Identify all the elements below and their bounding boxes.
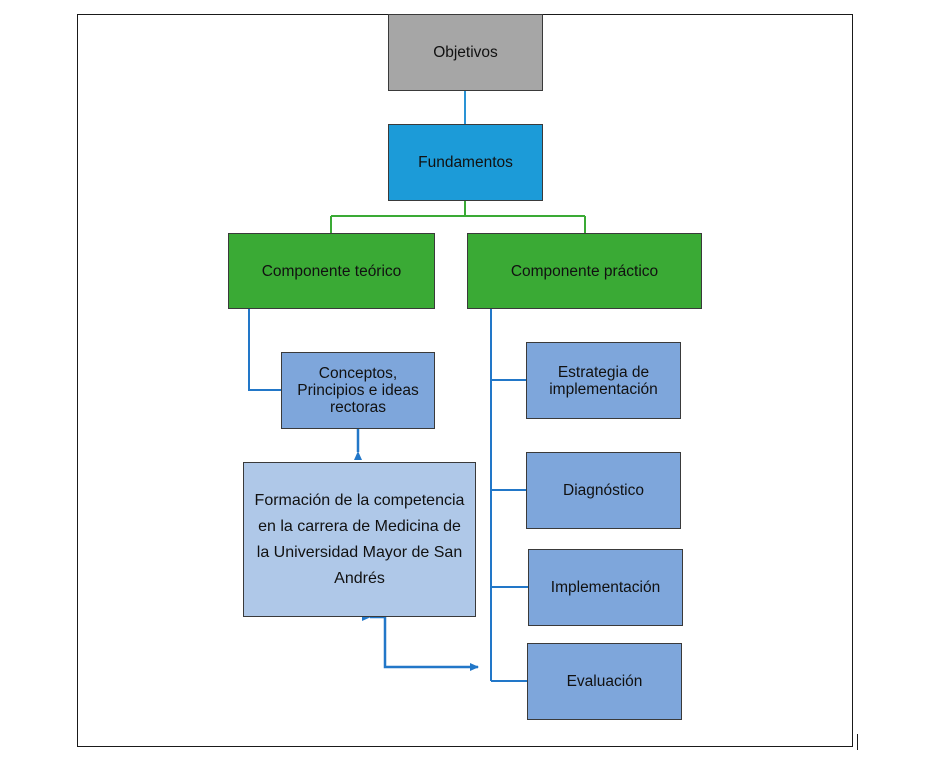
node-formacion-label: Formación de la competencia en la carrer… bbox=[254, 491, 465, 587]
connector-practico-subnodes bbox=[490, 309, 528, 682]
node-componente-practico-label: Componente práctico bbox=[510, 262, 659, 280]
connector-teorico-conceptos bbox=[248, 309, 281, 391]
node-estrategia-label: Estrategia de implementación bbox=[549, 363, 658, 398]
node-evaluacion-label: Evaluación bbox=[566, 673, 643, 690]
node-evaluacion: Evaluación bbox=[527, 643, 682, 720]
node-conceptos-label: Conceptos, Principios e ideas rectoras bbox=[297, 365, 419, 416]
node-objetivos-label: Objetivos bbox=[433, 44, 498, 61]
node-diagnostico-label: Diagnóstico bbox=[563, 482, 644, 499]
node-implementacion: Implementación bbox=[528, 549, 683, 626]
node-objetivos: Objetivos bbox=[388, 14, 543, 91]
node-componente-practico: Componente práctico bbox=[467, 233, 702, 309]
node-estrategia: Estrategia de implementación bbox=[526, 342, 681, 419]
node-componente-teorico: Componente teórico bbox=[228, 233, 435, 309]
node-diagnostico: Diagnóstico bbox=[526, 452, 681, 529]
node-fundamentos-label: Fundamentos bbox=[418, 154, 513, 171]
arrow-formacion-practico bbox=[362, 613, 479, 671]
node-componente-teorico-label: Componente teórico bbox=[261, 262, 402, 280]
node-formacion: Formación de la competencia en la carrer… bbox=[243, 462, 476, 617]
node-implementacion-label: Implementación bbox=[550, 579, 661, 596]
edge-mark bbox=[857, 734, 858, 750]
node-fundamentos: Fundamentos bbox=[388, 124, 543, 201]
node-conceptos: Conceptos, Principios e ideas rectoras bbox=[281, 352, 435, 429]
connector-fundamentos-componentes bbox=[330, 201, 586, 233]
